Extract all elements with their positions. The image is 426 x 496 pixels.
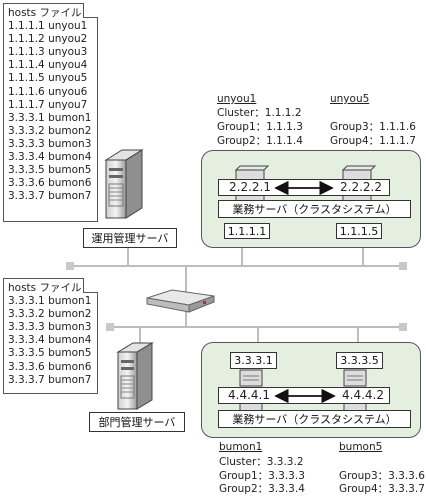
management-server-top-icon xyxy=(104,149,144,219)
hosts-entry: 3.3.3.3 bumon3 xyxy=(8,321,92,334)
hosts-entry: 1.1.1.4 unyou4 xyxy=(8,59,88,72)
hosts-entry: 3.3.3.5 bumon5 xyxy=(8,164,92,177)
node-name-left-top: unyou1 xyxy=(217,93,257,105)
node-name-left-bottom: bumon1 xyxy=(219,441,263,453)
nic-address-right-bottom: 3.3.3.5 xyxy=(336,352,383,369)
group1-address-bottom: Group1：3.3.3.3 xyxy=(219,470,305,482)
nic-address-right-top: 1.1.1.5 xyxy=(336,223,382,239)
hosts-entry: 1.1.1.3 unyou3 xyxy=(8,46,88,59)
group4-address-bottom: Group4：3.3.3.7 xyxy=(339,483,425,495)
hosts-entry: 1.1.1.2 unyou2 xyxy=(8,33,88,46)
group1-address-top: Group1：1.1.1.3 xyxy=(217,121,303,133)
management-server-bottom-label: 部門管理サーバ xyxy=(89,412,185,432)
group3-address-top: Group3：1.1.1.6 xyxy=(330,121,416,133)
management-server-bottom-icon xyxy=(116,342,154,410)
service-label-top: 業務サーバ（クラスタシステム） xyxy=(218,200,411,218)
node-name-right-top: unyou5 xyxy=(330,93,370,105)
group2-address-top: Group2：1.1.1.4 xyxy=(217,135,303,147)
hosts-entry: 3.3.3.6 bumon6 xyxy=(8,360,92,373)
hosts-entry: 3.3.3.6 bumon6 xyxy=(8,177,92,190)
hosts-entry: 3.3.3.2 bumon2 xyxy=(8,124,92,137)
hosts-entry: 3.3.3.4 bumon4 xyxy=(8,334,92,347)
heartbeat-address-left-top: 2.2.2.1 xyxy=(229,180,271,194)
network-segment-top xyxy=(66,238,407,296)
hosts-entry: 3.3.3.1 bumon1 xyxy=(8,111,92,124)
node-name-right-bottom: bumon5 xyxy=(339,441,383,453)
hosts-entry: 1.1.1.1 unyou1 xyxy=(8,20,88,33)
hosts-file-title: hosts ファイル xyxy=(8,7,82,19)
management-server-top-label: 運用管理サーバ xyxy=(83,228,177,248)
nic-address-left-top: 1.1.1.1 xyxy=(224,223,270,239)
hosts-entry: 3.3.3.5 bumon5 xyxy=(8,347,92,360)
hosts-entry: 1.1.1.7 unyou7 xyxy=(8,98,88,111)
group4-address-top: Group4：1.1.1.7 xyxy=(330,135,416,147)
cluster-address-top: Cluster：1.1.1.2 xyxy=(217,107,302,119)
hosts-entry: 3.3.3.7 bumon7 xyxy=(8,190,92,203)
nic-address-left-bottom: 3.3.3.1 xyxy=(230,352,277,369)
group3-address-bottom: Group3：3.3.3.6 xyxy=(339,470,425,482)
service-label-bottom: 業務サーバ（クラスタシステム） xyxy=(218,410,411,428)
heartbeat-address-right-top: 2.2.2.2 xyxy=(340,180,382,194)
hosts-entry: 1.1.1.6 unyou6 xyxy=(8,85,88,98)
hosts-entry: 3.3.3.2 bumon2 xyxy=(8,308,92,321)
hosts-file-title: hosts ファイル xyxy=(8,282,82,294)
hosts-entry: 3.3.3.4 bumon4 xyxy=(8,151,92,164)
heartbeat-address-left-bottom: 4.4.4.1 xyxy=(228,388,270,402)
group2-address-bottom: Group2：3.3.3.4 xyxy=(219,483,305,495)
hosts-entry: 1.1.1.5 unyou5 xyxy=(8,72,88,85)
hosts-entry: 3.3.3.1 bumon1 xyxy=(8,295,92,308)
heartbeat-address-right-bottom: 4.4.4.2 xyxy=(342,388,384,402)
router-icon xyxy=(146,289,215,313)
hosts-entry: 3.3.3.3 bumon3 xyxy=(8,137,92,150)
cluster-address-bottom: Cluster：3.3.3.2 xyxy=(219,456,304,468)
hosts-entry: 3.3.3.7 bumon7 xyxy=(8,373,92,386)
